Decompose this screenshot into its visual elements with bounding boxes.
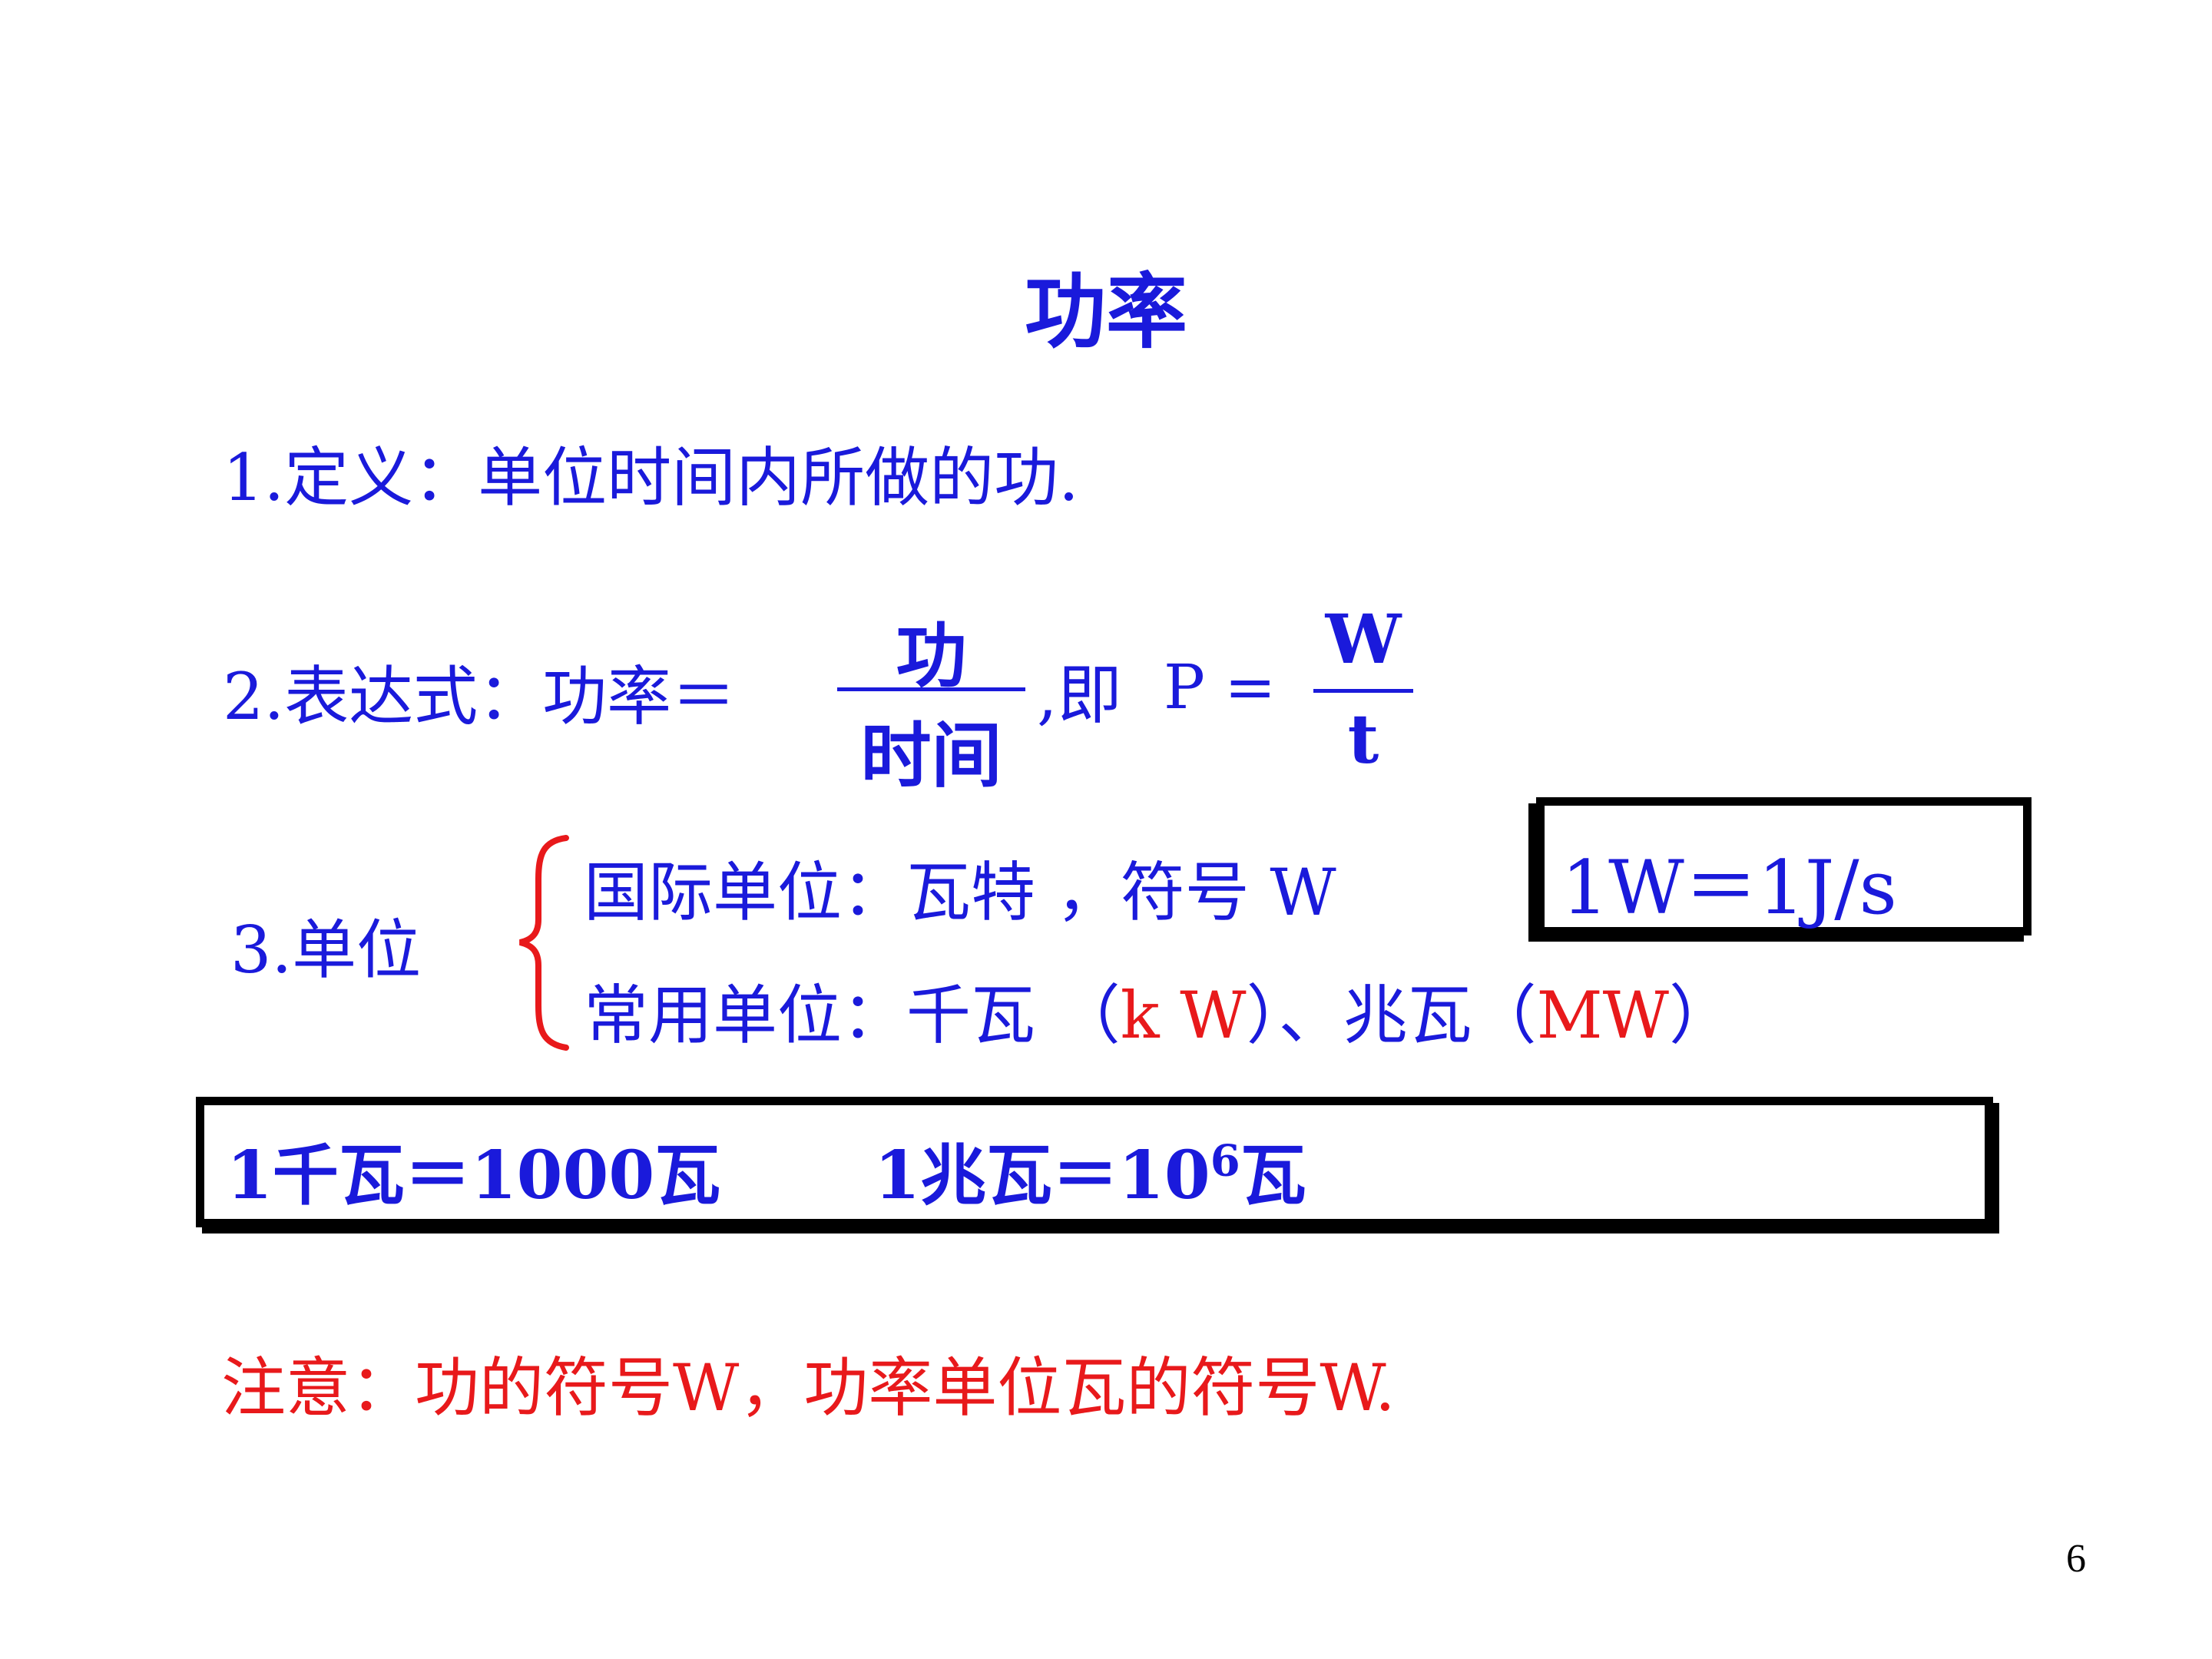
fraction-bar [1313,689,1413,693]
kilowatt-conversion: 1千瓦＝1000瓦 [227,1137,721,1214]
conversion-line: 1千瓦＝1000瓦 1兆瓦＝106瓦 [227,1121,1306,1217]
megawatt-exponent: 6 [1210,1135,1240,1187]
left-brace-icon [518,835,569,1051]
common-unit-middle: ）、兆瓦（ [1246,978,1537,1053]
common-unit-end: ） [1669,978,1734,1053]
units-label: 3.单位 [230,912,422,988]
definition-line: 1.定义：单位时间内所做的功. [223,440,1079,515]
expression-connector: ,即 [1037,657,1122,733]
watt-definition-box [1536,797,2032,935]
fraction-bar [837,687,1025,691]
megawatt-conversion-unit: 瓦 [1240,1137,1306,1214]
fraction-denominator: t [1347,699,1379,779]
watt-definition-text: 1W＝1J/s [1561,845,1897,931]
fraction-numerator: W [1325,599,1402,679]
expression-label: 2.表达式：功率＝ [223,659,737,734]
kilowatt-symbol: k W [1120,978,1247,1053]
megawatt-conversion-base: 1兆瓦＝10 [874,1137,1210,1214]
fraction-denominator: 时间 [860,714,1002,797]
page-title: 功率 [1025,263,1187,359]
si-unit-line: 国际单位：瓦特 ，符号 W [584,855,1336,930]
power-symbol-equals: P = [1164,651,1277,723]
conversion-box [196,1097,1993,1227]
common-unit-line: 常用单位：千瓦 （k W）、兆瓦（MW） [584,964,1734,1057]
note-line: 注意：功的符号W，功率单位瓦的符号W. [221,1350,1396,1426]
power-word-fraction: 功 时间 [837,599,1025,797]
common-unit-prefix: 常用单位：千瓦 （ [584,978,1121,1053]
power-symbol-fraction: W t [1313,599,1413,783]
page-number: 6 [2066,1537,2086,1581]
megawatt-symbol: MW [1536,978,1670,1053]
fraction-numerator: 功 [896,614,967,697]
